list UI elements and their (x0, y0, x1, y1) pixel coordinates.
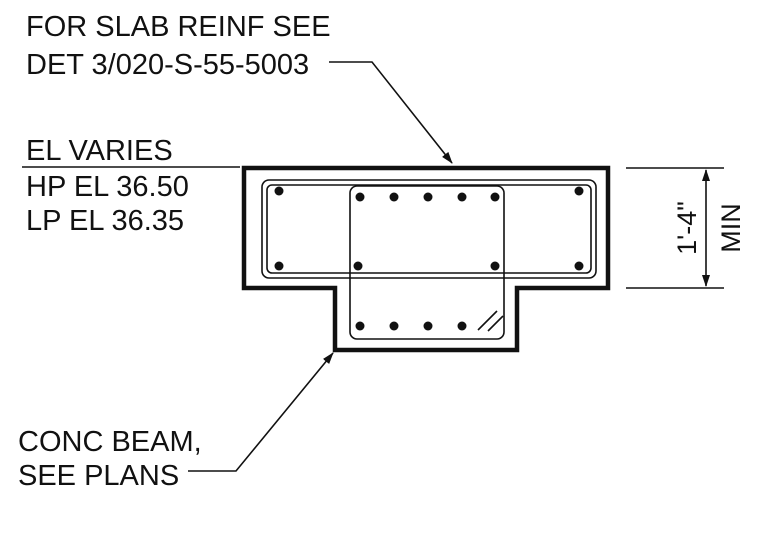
slab-bar (274, 186, 284, 196)
beam-note-leader (188, 352, 334, 472)
slab-rebar-inner (266, 184, 592, 274)
slab-rebar-outer (261, 179, 597, 279)
beam-mid-bar (490, 261, 500, 271)
stirrup-hook-2 (487, 315, 504, 332)
beam-bottom-bar (423, 321, 433, 331)
beam-bottom-bars (355, 321, 467, 331)
beam-note-line-2: SEE PLANS (18, 460, 179, 492)
elevation-note-line-3: LP EL 36.35 (26, 205, 184, 237)
slab-reinf-note-line-1: FOR SLAB REINF SEE (26, 11, 331, 43)
dimension-qualifier: MIN (716, 203, 746, 253)
beam-note-line-1: CONC BEAM, (18, 426, 202, 458)
beam-top-bar (490, 192, 500, 202)
slab-bar (574, 186, 584, 196)
beam-bottom-bar (355, 321, 365, 331)
beam-top-bar (389, 192, 399, 202)
slab-bar (274, 261, 284, 271)
slab-reinf-leader (329, 61, 453, 164)
beam-top-bar (423, 192, 433, 202)
dimension-value: 1'-4" (672, 201, 702, 255)
beam-mid-bars (353, 261, 500, 271)
slab-bars (274, 186, 584, 271)
elevation-note-line-2: HP EL 36.50 (26, 171, 189, 203)
beam-top-bar (355, 192, 365, 202)
beam-mid-bar (353, 261, 363, 271)
beam-top-bar (457, 192, 467, 202)
beam-stirrup (349, 185, 505, 340)
beam-bottom-bar (389, 321, 399, 331)
beam-top-bars (355, 192, 500, 202)
beam-bottom-bar (457, 321, 467, 331)
slab-bar (574, 261, 584, 271)
concrete-outline (241, 165, 611, 353)
stirrup-hook-1 (477, 310, 498, 331)
elevation-note-line-1: EL VARIES (26, 135, 173, 167)
slab-reinf-note-line-2: DET 3/020-S-55-5003 (26, 49, 309, 81)
